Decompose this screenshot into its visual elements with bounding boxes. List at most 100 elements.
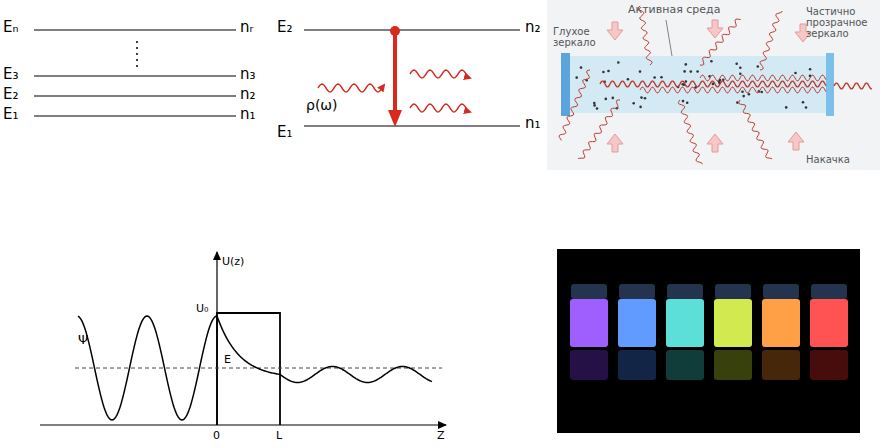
electron-dot [390, 26, 400, 36]
pump-label: Накачка [806, 154, 850, 165]
z-axis [40, 424, 446, 425]
population: nᵣ [240, 19, 253, 36]
atom [686, 101, 689, 104]
vial-reflection [570, 350, 608, 380]
atom [617, 61, 620, 64]
wavefunction-label: Ψ [78, 333, 88, 347]
atom [742, 95, 745, 98]
atom [682, 100, 685, 103]
population: n₁ [525, 115, 541, 132]
atom [682, 83, 685, 86]
axis-label: Z [437, 430, 445, 442]
spontaneous-wave [559, 70, 590, 140]
photon-waves [318, 70, 470, 112]
atom [739, 66, 742, 69]
atom [690, 70, 693, 73]
atom [644, 97, 647, 100]
atom [683, 70, 686, 73]
level-name: E₁ [3, 106, 19, 123]
atom [735, 63, 738, 66]
population: n₂ [525, 19, 541, 36]
population: n₁ [240, 106, 256, 123]
axis-label: U(z) [222, 256, 244, 268]
atom [639, 70, 642, 73]
atom [607, 70, 610, 73]
atom [660, 76, 663, 79]
atom [785, 106, 788, 109]
transition-head [388, 110, 402, 127]
incoming-photon [318, 84, 384, 92]
atom [739, 73, 742, 76]
atom [605, 98, 608, 101]
atom [802, 101, 805, 104]
transition-arrow [393, 35, 397, 112]
vial-liquid [666, 299, 704, 347]
vial-reflection [810, 350, 848, 380]
atom [760, 91, 763, 94]
spontaneous-wave [678, 100, 702, 164]
ellipsis-dots [136, 41, 138, 67]
vial-glass [570, 299, 608, 347]
vial-reflection [666, 350, 704, 380]
beam-wave [640, 87, 826, 93]
atom [809, 68, 812, 71]
photo-ground [557, 249, 860, 433]
spontaneous-wave [700, 19, 741, 65]
vial-cap [811, 284, 847, 299]
axis-tick: 0 [213, 430, 220, 442]
atom [639, 106, 642, 109]
beam-wave [700, 75, 826, 81]
radiation-density: ρ(ω) [306, 98, 338, 113]
atom [741, 90, 744, 93]
partial-mirror [826, 53, 834, 116]
vial-cap [619, 284, 655, 299]
atom [696, 70, 699, 73]
atom [710, 60, 713, 63]
vial-cap [763, 284, 799, 299]
mirror-label: Частично прозрачное зеркало [806, 6, 882, 39]
pump-arrows [607, 20, 811, 152]
atom [640, 96, 643, 99]
atom [575, 76, 578, 79]
atom [757, 65, 760, 68]
barrier [217, 313, 280, 425]
wavefunction [78, 316, 432, 420]
energy-label: E [224, 354, 231, 366]
beam-wave [600, 81, 826, 87]
level-name: Eₙ [3, 19, 18, 36]
vial-cap [571, 284, 607, 299]
emitted-photon [410, 104, 470, 112]
atom [580, 66, 583, 69]
energy-levels [34, 30, 236, 116]
population: n₃ [240, 66, 256, 83]
vial-glass [666, 299, 704, 347]
vial-reflection [714, 350, 752, 380]
vial-glass [714, 299, 752, 347]
emitted-photon [410, 70, 470, 78]
vial-glass [762, 299, 800, 347]
spontaneous-wave [760, 11, 782, 70]
vial-liquid [810, 299, 848, 347]
active-medium [570, 56, 826, 113]
atom [685, 80, 688, 83]
level-name: E₁ [277, 124, 293, 141]
atom [794, 72, 797, 75]
vial-reflection [762, 350, 800, 380]
level-name: E₂ [277, 19, 293, 36]
full-mirror [561, 53, 570, 116]
atom [602, 71, 605, 74]
atom [593, 104, 596, 107]
level-name: E₃ [3, 66, 19, 83]
atom [805, 106, 808, 109]
output-wave [834, 83, 872, 89]
atom [632, 102, 635, 105]
atom [736, 101, 739, 104]
axis-tick: L [276, 430, 282, 442]
vial-liquid [570, 299, 608, 347]
level-name: E₂ [3, 86, 19, 103]
vial-liquid [618, 299, 656, 347]
population: n₂ [240, 86, 256, 103]
vials [570, 284, 848, 380]
